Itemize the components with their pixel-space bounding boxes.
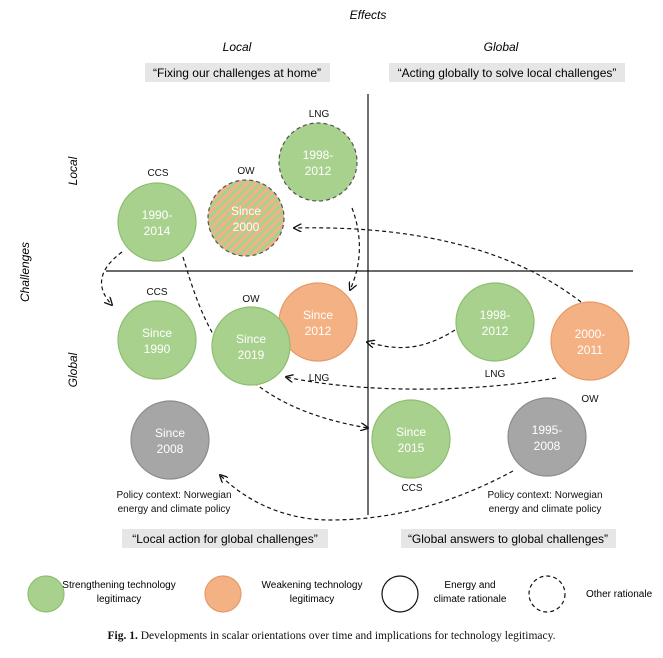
legend-weakening-l1: Weakening technology	[262, 580, 363, 591]
node-tag-ow-2000-2011: OW	[581, 394, 599, 405]
arrow-policy-global-to-policy-local	[220, 470, 514, 521]
node-tag-ccs-since-2015: CCS	[401, 483, 422, 494]
node-lng-1998-2012-local	[278, 122, 358, 202]
node-text-ow-2000-2011-l1: 2000-	[575, 327, 606, 341]
legend-energy-swatch	[381, 575, 419, 613]
policy-context-right-l1: Policy context: Norwegian	[487, 490, 602, 501]
node-ow-since-2000	[207, 179, 285, 257]
node-policy-1995-2008	[507, 397, 587, 477]
node-text-lng-global-l1: 1998-	[480, 308, 511, 322]
node-ccs-since-1990	[117, 300, 197, 380]
caption-text: Developments in scalar orientations over…	[140, 630, 556, 642]
legend-strengthening-l1: Strengthening technology	[62, 580, 175, 591]
node-text-ow-since-2019-l1: Since	[236, 332, 266, 346]
node-text-policy-since-2008-l1: Since	[155, 426, 185, 440]
effects-global-label: Global	[484, 40, 519, 54]
quadrant-label-local-global: “Acting globally to solve local challeng…	[398, 66, 617, 80]
challenges-local-label: Local	[66, 156, 80, 185]
arrow-ccs-local-to-ccs-global	[100, 251, 123, 305]
quadrant-label-bg-local-global	[389, 63, 625, 82]
quadrant-label-bg-global-global	[401, 529, 616, 548]
node-text-policy-since-2008-l2: 2008	[157, 442, 184, 456]
quadrant-label-bg-global-local	[122, 529, 328, 548]
arrow-lng-global-to-lng-local	[367, 329, 456, 349]
quadrant-label-bg-local-local	[145, 63, 330, 82]
node-text-ccs-since-1990-l2: 1990	[144, 342, 171, 356]
node-lng-1998-2012-global	[455, 282, 535, 362]
quadrant-label-local-local: “Fixing our challenges at home”	[153, 66, 321, 80]
arrow-ow-global-to-ow-2019	[286, 377, 557, 390]
node-text-ow-since-2000-l2: 2000	[233, 220, 260, 234]
node-text-lng-since-2012-l2: 2012	[305, 324, 332, 338]
policy-context-left-l2: energy and climate policy	[118, 504, 231, 515]
figure-caption: Fig. 1. Developments in scalar orientati…	[0, 630, 663, 642]
challenges-global-label: Global	[66, 352, 80, 387]
legend-energy-l2: climate rationale	[434, 594, 507, 605]
policy-context-right-l2: energy and climate policy	[489, 504, 602, 515]
challenges-axis-title: Challenges	[18, 242, 32, 302]
node-policy-since-2008	[130, 400, 210, 480]
node-tag-lng-local: LNG	[309, 109, 330, 120]
node-text-lng-local-l1: 1998-	[303, 148, 334, 162]
node-text-policy-1995-2008-l1: 1995-	[532, 423, 563, 437]
node-text-ccs-1990-2014-l2: 2014	[144, 224, 171, 238]
node-text-lng-global-l2: 2012	[482, 324, 509, 338]
node-tag-ow-since-2000: OW	[237, 166, 255, 177]
node-text-ccs-1990-2014-l1: 1990-	[142, 208, 173, 222]
node-tag-ccs-since-1990: CCS	[146, 287, 167, 298]
node-tag-ow-since-2019: OW	[242, 294, 260, 305]
scalar-orientation-diagram: Effects Local Global Challenges Local Gl…	[18, 8, 653, 613]
legend-strengthening-l2: legitimacy	[97, 594, 141, 605]
arrow-ccs-local-to-ccs-2015	[182, 256, 368, 428]
node-text-ccs-since-1990-l1: Since	[142, 326, 172, 340]
node-tag-lng-since-2012: LNG	[309, 373, 330, 384]
node-ccs-1990-2014	[117, 182, 197, 262]
node-text-ccs-since-2015-l2: 2015	[398, 441, 425, 455]
effects-axis-title: Effects	[350, 8, 387, 22]
quadrant-label-global-local: “Local action for global challenges”	[132, 532, 317, 546]
legend-other-swatch	[528, 575, 566, 613]
node-text-ow-since-2019-l2: 2019	[238, 348, 265, 362]
legend-other-label: Other rationale	[586, 589, 653, 600]
node-tag-ccs-1990-2014: CCS	[147, 168, 168, 179]
node-ow-2000-2011	[550, 301, 630, 381]
node-text-ccs-since-2015-l1: Since	[396, 425, 426, 439]
node-text-lng-since-2012-l1: Since	[303, 308, 333, 322]
policy-context-left-l1: Policy context: Norwegian	[116, 490, 231, 501]
arrow-lng-local-to-lng-global	[350, 207, 360, 290]
node-text-policy-1995-2008-l2: 2008	[534, 439, 561, 453]
arrow-ow-global-to-ow-local	[294, 228, 582, 303]
caption-label: Fig. 1.	[107, 630, 138, 642]
node-ccs-since-2015	[371, 399, 451, 479]
quadrant-label-global-global: “Global answers to global challenges”	[408, 532, 608, 546]
node-text-ow-2000-2011-l2: 2011	[577, 343, 603, 357]
node-ow-since-2019	[211, 306, 291, 386]
node-text-ow-since-2000-l1: Since	[231, 204, 261, 218]
legend-strengthening-swatch	[27, 575, 65, 613]
node-text-lng-local-l2: 2012	[305, 164, 332, 178]
node-tag-lng-global: LNG	[485, 369, 506, 380]
legend-weakening-l2: legitimacy	[290, 594, 334, 605]
legend-weakening-swatch	[204, 575, 242, 613]
effects-local-label: Local	[223, 40, 252, 54]
legend-energy-l1: Energy and	[444, 580, 495, 591]
node-lng-since-2012	[278, 282, 358, 362]
